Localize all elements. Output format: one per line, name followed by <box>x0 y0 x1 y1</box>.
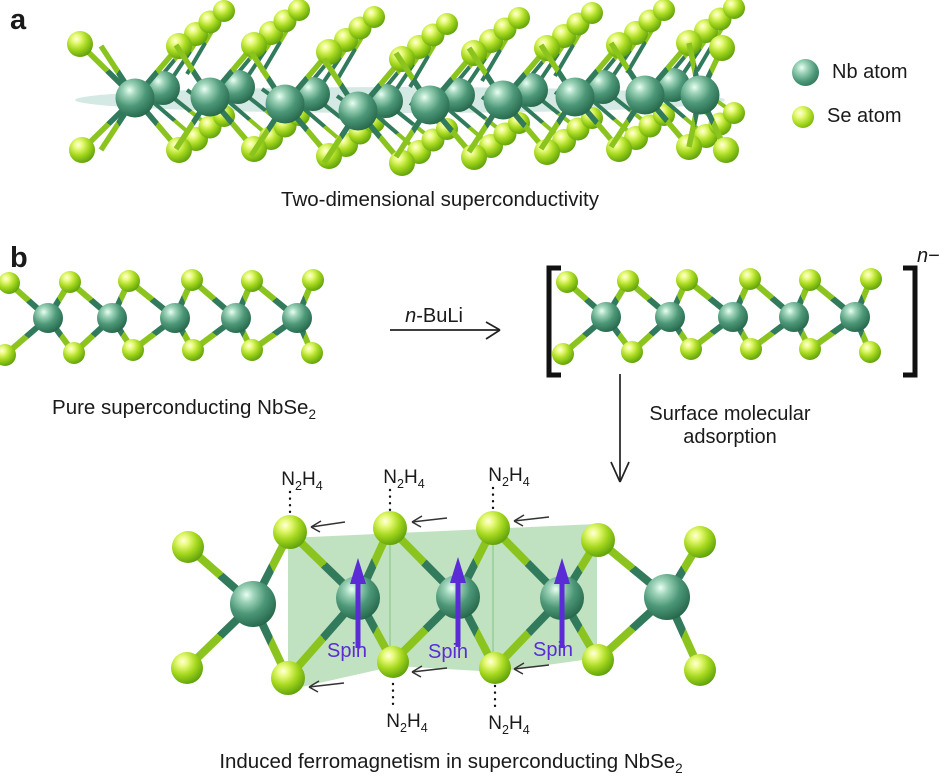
plane-fold-lines <box>389 530 494 670</box>
legend: Nb atom Se atom <box>792 59 908 128</box>
se-atom-legend-sphere <box>792 105 814 128</box>
legend-row-nb: Nb atom <box>792 59 908 86</box>
se-atoms <box>171 511 716 695</box>
left-bracket <box>546 265 561 378</box>
panel-b-label: b <box>10 242 28 274</box>
n2h4-label: N2H4 <box>488 465 530 489</box>
ferromagnetic-nbse2 <box>171 486 716 711</box>
spin-arrow <box>350 558 366 648</box>
charge-superscript: n− <box>917 245 940 267</box>
nbse2-chain <box>0 269 324 366</box>
adsorption-site-arrows <box>308 514 550 693</box>
panel-b-scheme <box>0 240 918 711</box>
se-atom-legend-label: Se atom <box>827 105 902 127</box>
se-atom <box>709 35 735 61</box>
n2h4-label: N2H4 <box>383 467 425 491</box>
panel-a-caption: Two-dimensional superconductivity <box>281 188 599 211</box>
se-atom <box>713 137 739 163</box>
reagent-label: n-BuLi <box>405 305 463 327</box>
spin-arrows <box>350 557 570 648</box>
nb-atom-legend-label: Nb atom <box>832 61 908 83</box>
spin-arrow <box>450 557 466 647</box>
legend-row-se: Se atom <box>792 105 908 128</box>
nb-atom-legend-sphere <box>792 59 819 86</box>
spin-label: Spin <box>326 640 368 662</box>
nb-atom <box>680 75 720 115</box>
spin-arrow <box>554 558 570 648</box>
nb-atoms <box>33 303 312 333</box>
n2h4-label: N2H4 <box>488 713 530 737</box>
se-atom <box>67 31 93 57</box>
panel-a-structure <box>67 0 946 235</box>
se-atoms <box>0 269 324 366</box>
se-atom <box>69 137 95 163</box>
product-caption: Induced ferromagnetism in superconductin… <box>219 750 683 777</box>
spin-label: Spin <box>532 639 574 661</box>
n2h4-label: N2H4 <box>281 469 323 493</box>
reduced-nbse2-chain <box>552 268 882 365</box>
reactant-caption: Pure superconducting NbSe2 <box>52 396 316 423</box>
spin-label: Spin <box>427 641 469 663</box>
adsorption-arrow <box>610 374 630 483</box>
panel-a-label: a <box>10 4 27 36</box>
nbse2-slab <box>67 0 745 176</box>
right-bracket <box>903 265 918 378</box>
adsorption-step-label: Surface molecular adsorption <box>649 403 811 448</box>
reaction-arrow <box>390 321 501 340</box>
n2h4-label: N2H4 <box>386 711 428 735</box>
adsorbate-dotted-links <box>288 486 497 711</box>
